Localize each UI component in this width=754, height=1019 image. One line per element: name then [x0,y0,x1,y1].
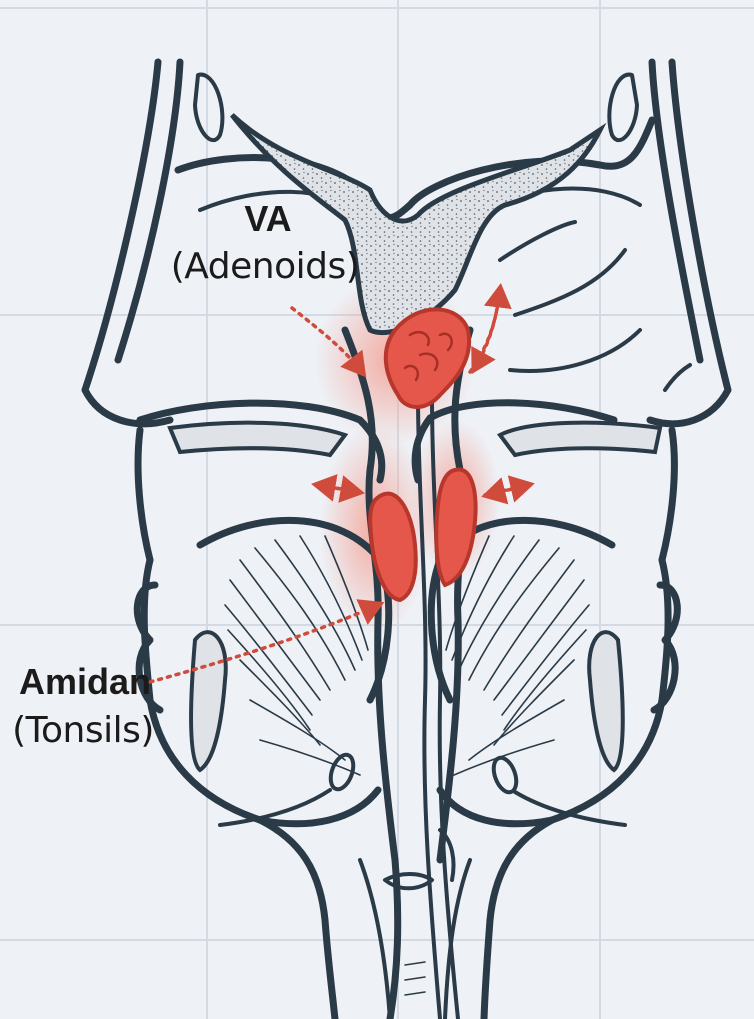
nasal-turbinates [500,222,690,390]
tonsil-label-subtitle: (Tonsils) [8,712,158,750]
adenoid-label-title: VA [236,200,300,238]
adenoid-label-subtitle: (Adenoids) [170,248,360,286]
hyoid-bone [220,752,625,825]
tonsil-label-title: Amidan [10,663,160,701]
neck-outline [260,820,552,1019]
